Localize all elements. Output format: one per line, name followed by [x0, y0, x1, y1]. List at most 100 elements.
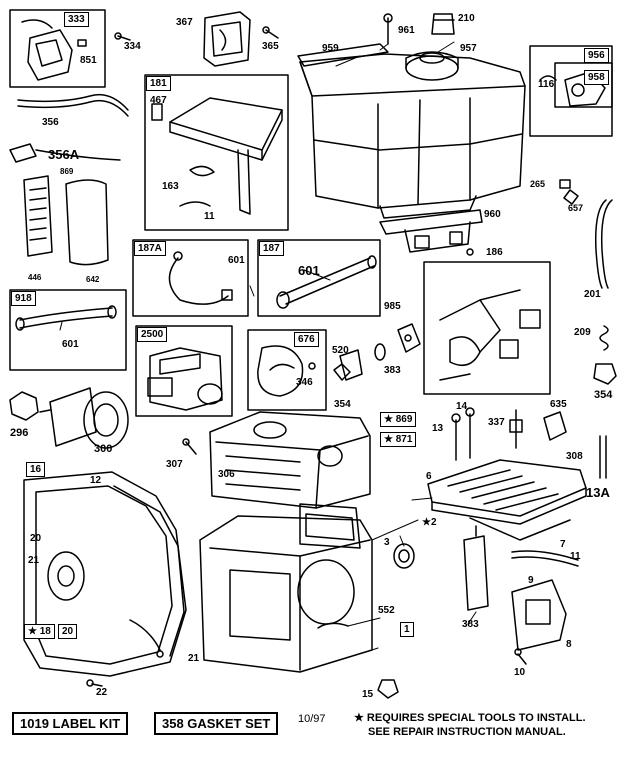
part-201-fuel-pipe — [594, 199, 613, 289]
callout-871-star: ★ 871 — [380, 432, 417, 447]
part-657-fitting — [563, 189, 579, 205]
part-10-screw — [514, 648, 527, 665]
part-959-tank-plate — [297, 43, 389, 67]
part-985-control — [397, 323, 421, 353]
gasket-set-box: 358 GASKET SET — [154, 712, 279, 735]
callout-601a: 601 — [228, 255, 245, 266]
callout-187: 187 — [259, 241, 284, 256]
callout-296: 296 — [10, 427, 29, 439]
part-642-pre-cleaner — [65, 179, 109, 266]
part-676-muffler — [247, 329, 327, 411]
callout-356: 356 — [42, 117, 59, 128]
part-14-screw — [465, 407, 475, 459]
callout-8: 8 — [566, 639, 572, 650]
part-1-cylinder-block — [199, 503, 373, 673]
callout-10: 10 — [514, 667, 526, 678]
callout-210: 210 — [458, 13, 475, 24]
part-21-fitting — [156, 650, 164, 658]
part-960-tank-bracket — [379, 209, 483, 253]
callout-383a: 383 — [384, 365, 401, 376]
callout-383b: 383 — [462, 619, 479, 630]
callout-186: 186 — [486, 247, 503, 258]
callout-918: 918 — [11, 291, 36, 306]
callout-333: 333 — [64, 12, 89, 27]
label-kit-box: 1019 LABEL KIT — [12, 712, 129, 735]
part-181-air-cleaner — [144, 74, 289, 231]
frame-lines — [371, 519, 419, 651]
special-tools-note-line2: SEE REPAIR INSTRUCTION MANUAL. — [368, 726, 566, 738]
part-356a-breather — [9, 143, 121, 163]
part-13-screw — [451, 413, 461, 461]
callout-116: 116 — [538, 79, 555, 90]
part-446-filter — [23, 175, 53, 257]
callout-201: 201 — [584, 289, 601, 300]
callout-676: 676 — [294, 332, 319, 347]
callout-601b: 601 — [298, 263, 320, 278]
part-186-fitting — [466, 248, 474, 256]
callout-520: 520 — [332, 345, 349, 356]
callout-15: 15 — [362, 689, 374, 700]
part-306-cylinder-head — [209, 411, 371, 509]
callout-16: 16 — [26, 462, 46, 477]
callout-3: 3 — [384, 537, 390, 548]
part-209-spring — [599, 325, 609, 351]
callout-959: 959 — [322, 43, 339, 54]
callout-9: 9 — [528, 575, 534, 586]
part-520-bracket — [339, 349, 363, 381]
part-2500-engine-assembly — [135, 325, 233, 417]
callout-6: 6 — [426, 471, 432, 482]
part-210-fuel-cap — [431, 13, 455, 35]
part-3-seal — [393, 543, 415, 569]
callout-985: 985 — [384, 301, 401, 312]
part-187-fuel-line — [257, 239, 381, 317]
callout-308: 308 — [566, 451, 583, 462]
callout-635: 635 — [550, 399, 567, 410]
revision-date: 10/97 — [298, 713, 326, 725]
callout-209: 209 — [574, 327, 591, 338]
part-383-fuel-filter — [463, 525, 489, 611]
part-961-screw — [383, 13, 393, 45]
callout-13: 13 — [432, 423, 444, 434]
part-300-starter-motor — [39, 387, 129, 449]
callout-306: 306 — [218, 469, 235, 480]
callout-601c: 601 — [62, 339, 79, 350]
callout-14: 14 — [456, 401, 468, 412]
callout-307: 307 — [166, 459, 183, 470]
part-16-crankcase-cover — [23, 471, 187, 677]
part-333-ignition-coil — [9, 9, 106, 88]
part-367-air-guide — [203, 11, 251, 67]
part-334-screw — [114, 32, 131, 41]
callout-2-star: ★2 — [422, 517, 437, 528]
callout-467: 467 — [150, 95, 167, 106]
callout-265: 265 — [530, 179, 546, 189]
callout-13a: 13A — [586, 485, 610, 500]
callout-552: 552 — [378, 605, 395, 616]
callout-851: 851 — [80, 55, 97, 66]
callout-11b: 11 — [570, 551, 581, 562]
part-265-fitting — [559, 179, 571, 189]
callout-22: 22 — [96, 687, 108, 698]
part-957-fuel-tank — [299, 51, 526, 219]
part-346-nut — [333, 363, 351, 381]
callout-11a: 11 — [204, 211, 215, 222]
callout-20a: 20 — [30, 533, 42, 544]
callout-869: 869 — [60, 167, 74, 176]
part-308-cylinder-head — [427, 459, 587, 541]
callout-18-star: ★ 18 — [24, 624, 55, 639]
part-356-breather-tube — [17, 93, 129, 117]
callout-21a: 21 — [28, 555, 40, 566]
part-918-fuel-line — [9, 289, 127, 371]
part-187a-fuel-line — [132, 239, 249, 317]
callout-657: 657 — [568, 203, 584, 213]
part-15-nut — [377, 679, 399, 699]
part-12-gasket — [113, 485, 185, 657]
callout-2500: 2500 — [137, 327, 168, 342]
callout-354b: 354 — [334, 399, 351, 410]
part-635-spark-plug-cap — [543, 411, 567, 441]
callout-961: 961 — [398, 25, 415, 36]
callout-181: 181 — [146, 76, 171, 91]
callout-187a: 187A — [134, 241, 166, 256]
part-354-nut — [593, 363, 617, 385]
part-383-spacer — [374, 343, 386, 361]
